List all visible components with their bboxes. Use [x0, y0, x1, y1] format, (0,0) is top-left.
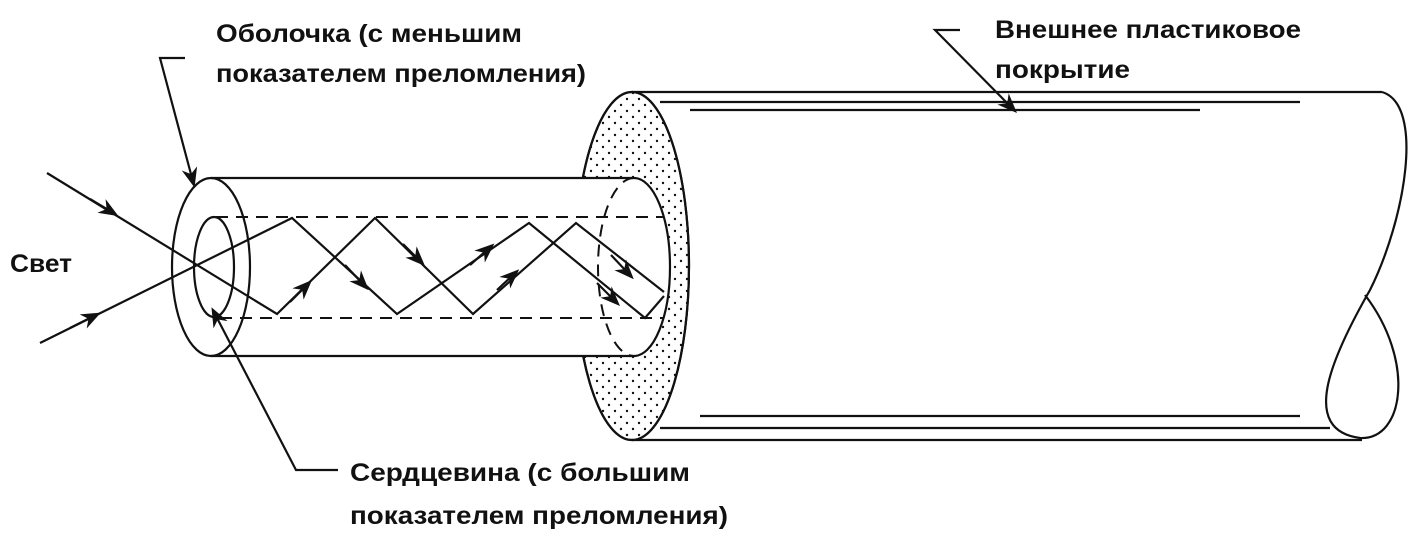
cladding-label-line-1: Оболочка (с меньшим [216, 20, 522, 48]
cladding-tube [170, 176, 672, 358]
arrow-icon [344, 264, 369, 291]
jacket-label-line-2: покрытие [995, 56, 1130, 84]
cladding-end-visible [633, 176, 672, 358]
cladding-label-line-2: показателем преломления) [216, 60, 586, 88]
arrow-icon [89, 198, 119, 217]
arrow-icon [402, 243, 426, 267]
core-label-line-1: Сердцевина (с большим [350, 459, 690, 487]
arrow-icon [496, 269, 520, 291]
arrow-icon [596, 282, 621, 307]
core-label-line-2: показателем преломления) [350, 502, 728, 530]
arrow-icon [469, 243, 495, 266]
ray-arrowheads [69, 198, 634, 329]
arrow-icon [610, 254, 634, 280]
core-leader [211, 307, 338, 472]
outer-jacket [573, 90, 1408, 442]
arrow-icon [69, 312, 101, 329]
jacket-cut-end [1324, 90, 1408, 440]
cladding-face [170, 176, 252, 358]
jacket-label-line-1: Внешнее пластиковое [995, 16, 1301, 44]
cladding-end-hidden [597, 177, 635, 357]
light-label: Свет [10, 250, 72, 278]
light-rays [39, 172, 665, 344]
cladding-leader [158, 56, 198, 188]
jacket-leader [932, 28, 1017, 114]
arrow-icon [289, 279, 313, 303]
light-ray-2 [39, 216, 665, 344]
leader-lines [158, 28, 1017, 472]
